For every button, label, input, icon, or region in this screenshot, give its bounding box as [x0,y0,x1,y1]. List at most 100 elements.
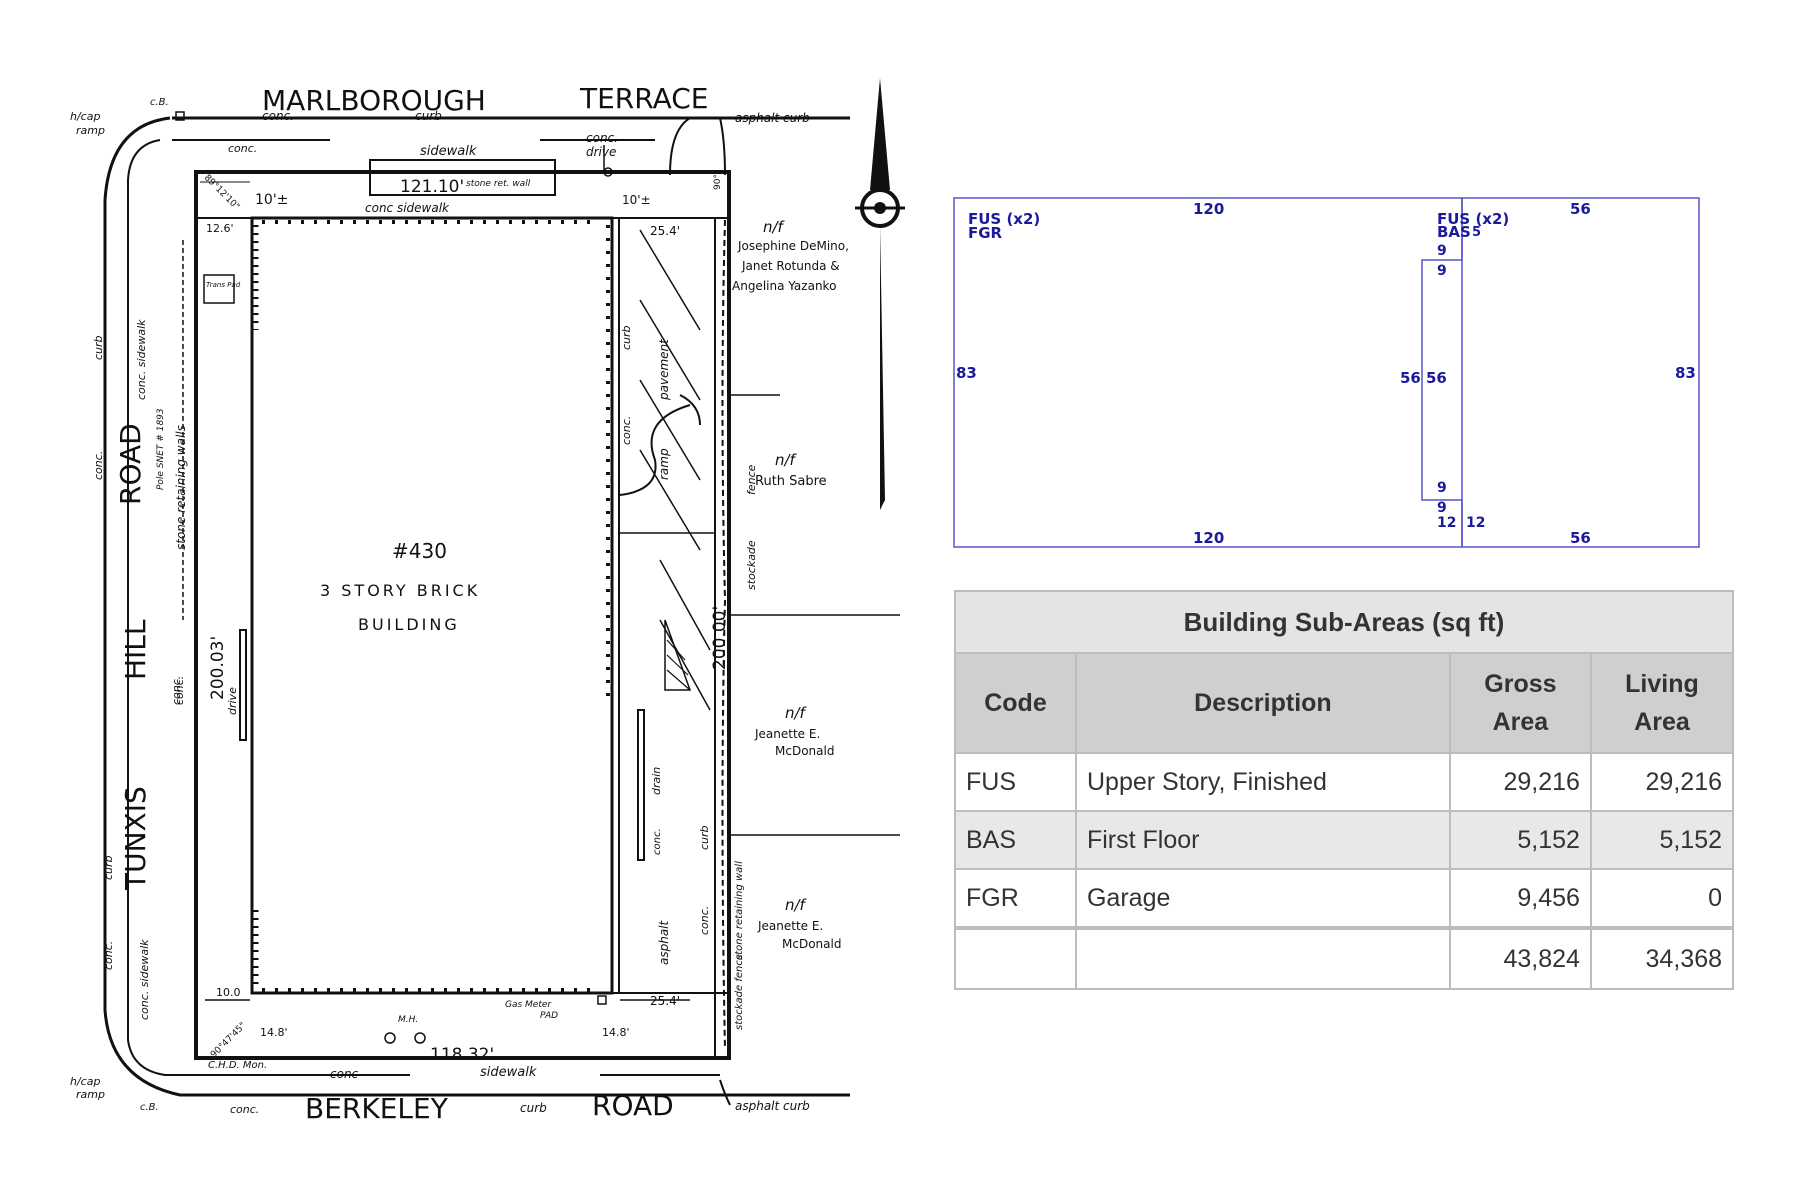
dim-14-8-left: 14.8' [260,1026,288,1039]
label-curb-top: curb [415,109,442,123]
building-line1: 3 STORY BRICK [320,581,480,600]
label-conc-r2: conc. [698,906,711,935]
header-living-line2: Area [1634,708,1690,736]
sketch-dim-5: 5 [1472,225,1481,240]
dim-10-top-right: 10'± [622,193,651,207]
label-hcap-top: h/cap [70,110,100,123]
label-stockade-fence: stockade fence [734,954,745,1030]
cell-gross-area: 9,456 [1448,868,1592,929]
label-conc-bottom2: conc. [230,1103,259,1116]
dim-10-0: 10.0 [216,986,241,999]
label-conc-sidewalk-inner: conc sidewalk [365,201,450,215]
dim-25-4-top: 25.4' [650,224,680,238]
label-conc-bottom: conc [330,1067,359,1081]
sub-areas-table-container: Building Sub-Areas (sq ft) Code Descript… [954,590,1735,990]
label-cb-bottom: c.B. [140,1102,159,1113]
cell-gross-area: 5,152 [1448,810,1592,870]
label-conc-drive-left: conc. [173,676,186,705]
label-conc-r: conc. [620,416,633,445]
sketch-dim-bottom-left: 120 [1193,529,1224,547]
sketch-dim-9c: 9 [1437,480,1447,496]
sketch-dim-top-right: 56 [1570,200,1591,218]
neighbor-4-name1: Jeanette E. [757,919,823,933]
label-conc-top: conc. [262,109,294,123]
header-description: Description [1074,652,1451,754]
cell-code: FUS [954,752,1077,812]
sketch-dim-top-left: 120 [1193,200,1224,218]
label-conc-top2: conc. [228,142,257,155]
label-retaining-wall: stone retaining wall [734,861,745,960]
table-row: BAS First Floor 5,152 5,152 [954,810,1735,870]
label-stone-walls: stone retaining walls [174,425,188,550]
label-conc-left: conc. [92,451,105,480]
label-pole: Pole SNET # 1893 [156,408,166,490]
label-mh: M.H. [398,1015,418,1025]
label-ramp-bottom: ramp [76,1088,105,1101]
cell-description: First Floor [1074,810,1451,870]
table-row: FUS Upper Story, Finished 29,216 29,216 [954,752,1735,812]
label-conc-drain: conc. [652,828,663,855]
sketch-dim-mid-left: 56 [1400,369,1421,387]
sub-areas-table: Building Sub-Areas (sq ft) Code Descript… [954,590,1735,990]
label-asphalt: asphalt [657,919,671,965]
sketch-dim-9d: 9 [1437,500,1447,516]
street-hill: HILL [119,619,152,680]
street-tunxis: TUNXIS [119,786,152,891]
label-curb-right: curb [620,325,633,350]
dim-25-4-bottom: 25.4' [650,994,680,1008]
table-row: FGR Garage 9,456 0 [954,868,1735,929]
neighbor-4-nf: n/f [785,896,808,914]
neighbor-3-nf: n/f [785,704,808,722]
cell-living-area: 0 [1589,868,1735,929]
neighbor-2-name1: Ruth Sabre [755,474,827,489]
dim-10-top: 10'± [255,192,288,208]
label-trans-pad: Trans Pad [206,281,241,289]
cell-description: Garage [1074,868,1451,929]
header-gross-line1: Gross [1484,670,1557,698]
table-caption: Building Sub-Areas (sq ft) [954,590,1734,654]
label-ramp-r: ramp [657,448,671,480]
neighbor-3-name2: McDonald [775,744,834,758]
label-curb-left: curb [92,335,105,360]
label-asphalt-curb-bottom: asphalt curb [735,1099,810,1113]
label-pavement: pavement [657,338,671,401]
dim-14-8-right: 14.8' [602,1026,630,1039]
dim-right: 200.00' [710,606,730,670]
neighbor-3-name1: Jeanette E. [754,727,820,741]
cell-gross-area: 29,216 [1448,752,1592,812]
sketch-code-fgr: FGR [968,224,1003,242]
street-berkeley: BERKELEY [305,1092,449,1125]
neighbor-1-name2: Janet Rotunda & [741,259,840,273]
label-drain: drain [650,767,663,795]
label-sidewalk-top: sidewalk [420,144,477,159]
street-terrace: TERRACE [579,82,708,115]
label-gas-meter: Gas Meter [505,1000,552,1010]
neighbor-4-name2: McDonald [782,937,841,951]
dim-12-6: 12.6' [206,222,234,235]
cell-living-area: 29,216 [1589,752,1735,812]
label-curb-r2: curb [698,825,711,850]
sketch-dim-9b: 9 [1437,263,1447,279]
sketch-labels: FUS (x2) FGR FUS (x2) BAS 5 120 56 120 5… [956,200,1696,547]
neighbor-2-nf: n/f [775,451,798,469]
label-stone-ret-wall: stone ret. wall [466,179,531,189]
sketch-dim-mid-right: 56 [1426,369,1447,387]
building-number: #430 [392,539,447,563]
label-fence: fence [745,464,758,495]
cell-description: Upper Story, Finished [1074,752,1451,812]
label-drive-word: drive [586,145,616,159]
label-stockade: stockade [745,540,758,590]
dim-left: 200.03' [208,636,228,700]
sketch-dim-12a: 12 [1437,515,1456,531]
label-asphalt-curb-top: asphalt curb [735,111,810,125]
dim-bottom: 118.32' [430,1045,494,1065]
sketch-dim-bottom-right: 56 [1570,529,1591,547]
neighbor-1-name3: Angelina Yazanko [732,279,836,293]
label-conc-mid-left: conc. [170,676,183,705]
angle-bottom-left: 90°47'45" [209,1021,248,1060]
sketch-dim-right: 83 [1675,364,1696,382]
